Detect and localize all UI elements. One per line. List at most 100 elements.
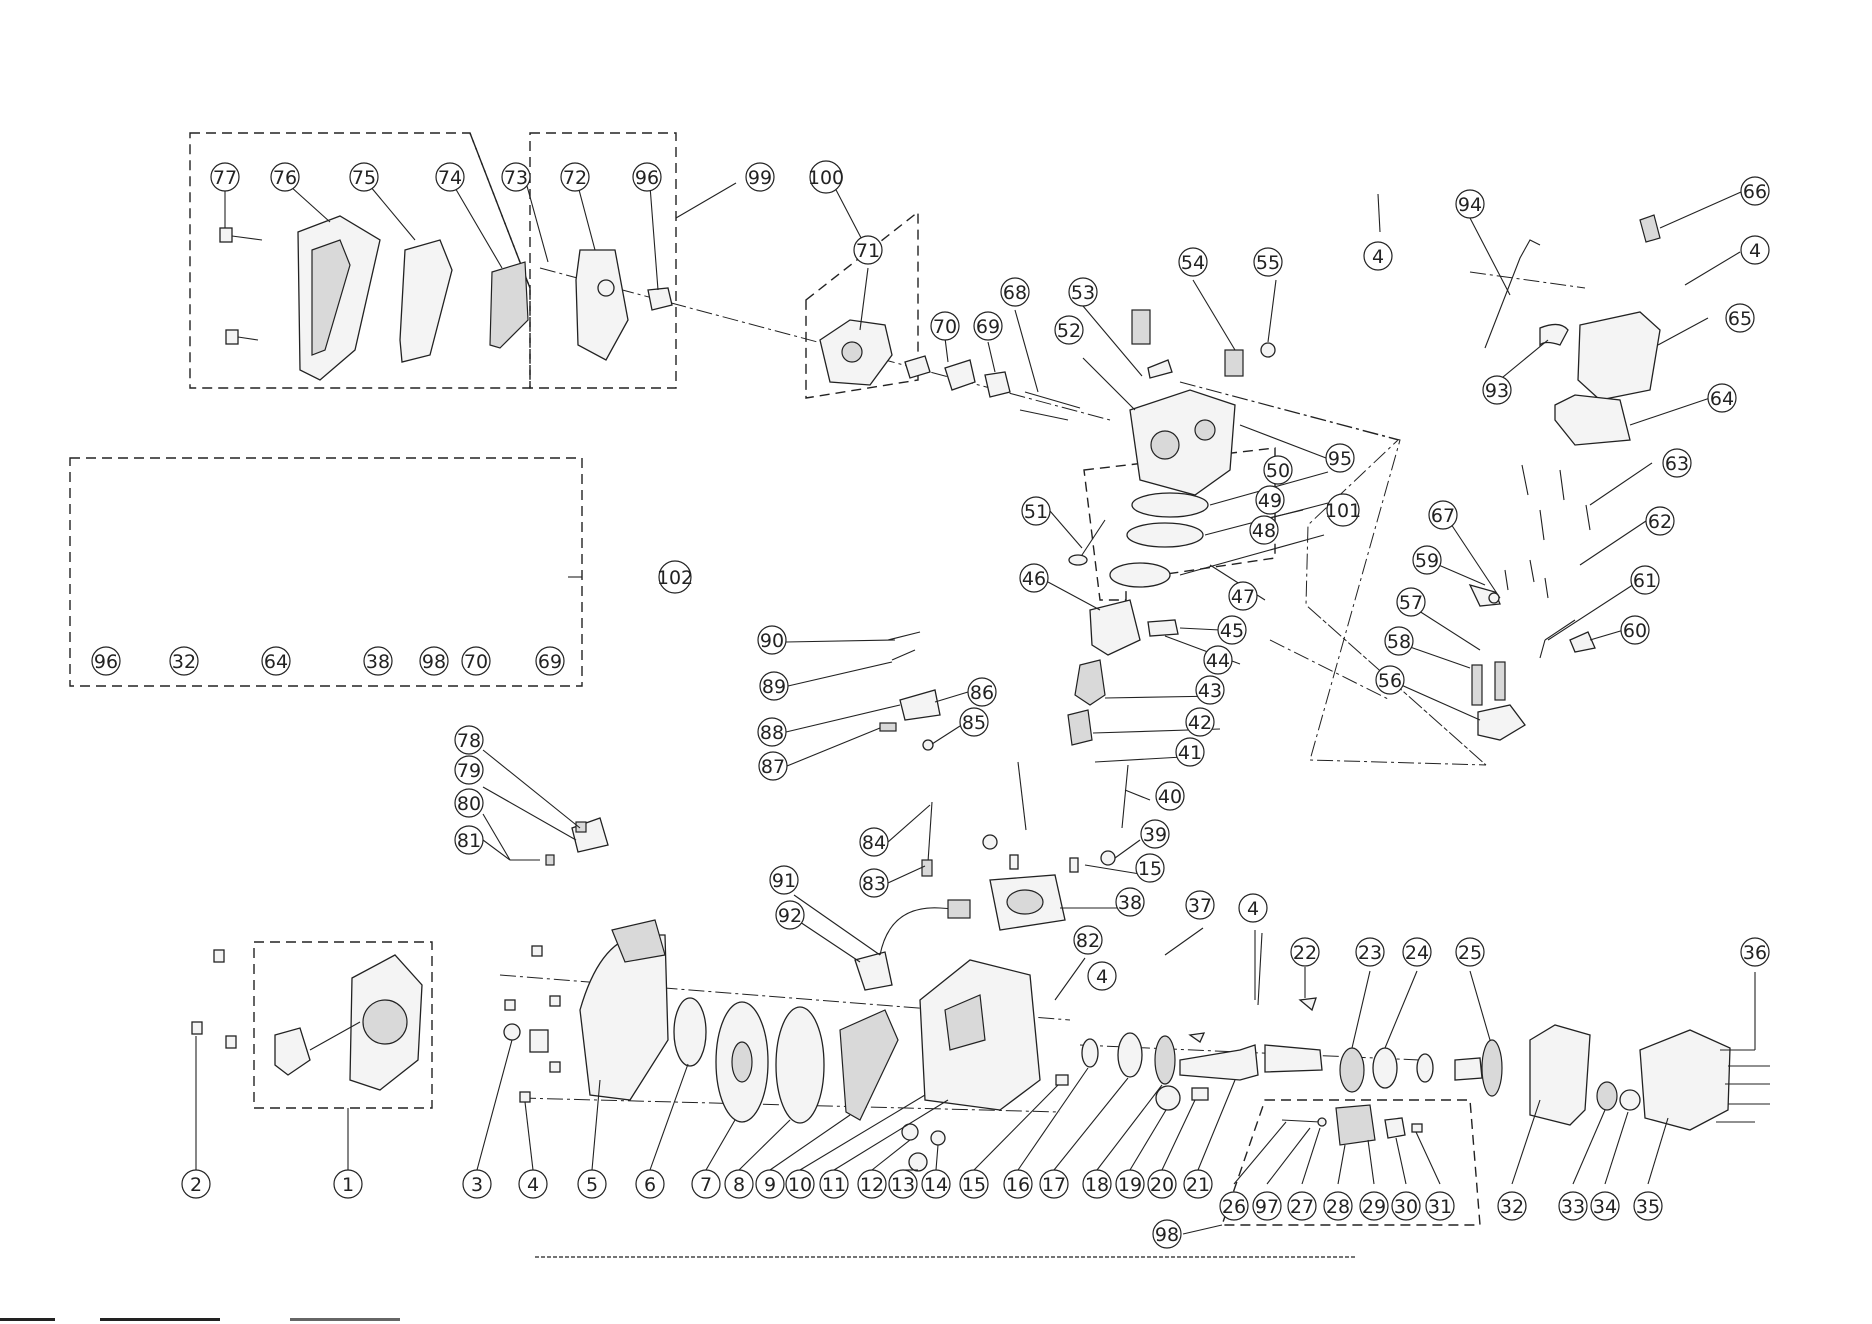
svg-text:88: 88 — [760, 722, 784, 744]
rocker-support-56 — [1471, 661, 1526, 741]
bracket-94 — [1484, 239, 1541, 349]
svg-text:20: 20 — [1150, 1174, 1174, 1196]
svg-text:46: 46 — [1022, 568, 1046, 590]
svg-text:66: 66 — [1743, 181, 1767, 203]
callout-4-c: 4 — [1087, 961, 1117, 991]
valve-cover-gasket-64 — [1554, 394, 1631, 446]
svg-text:75: 75 — [352, 167, 376, 189]
callout-9: 9 — [755, 1169, 785, 1199]
callout-2: 2 — [181, 1169, 211, 1199]
carburetor — [819, 319, 893, 386]
callout-17: 17 — [1039, 1169, 1069, 1199]
callout-71: 71 — [853, 235, 883, 265]
callout-27: 27 — [1287, 1191, 1317, 1221]
svg-text:3: 3 — [471, 1174, 483, 1196]
group-box-cylinder-head — [1179, 381, 1487, 766]
callout-81: 81 — [454, 825, 484, 855]
svg-text:8: 8 — [733, 1174, 745, 1196]
callout-34: 34 — [1590, 1191, 1620, 1221]
svg-text:55: 55 — [1256, 252, 1280, 274]
callout-91: 91 — [769, 865, 799, 895]
svg-text:4: 4 — [527, 1174, 539, 1196]
callout-90: 90 — [757, 625, 787, 655]
svg-text:32: 32 — [1500, 1196, 1524, 1218]
callout-13: 13 — [888, 1169, 918, 1199]
svg-text:78: 78 — [457, 730, 481, 752]
svg-text:87: 87 — [761, 756, 785, 778]
governor-19-20 — [1155, 1085, 1209, 1111]
svg-text:24: 24 — [1405, 942, 1429, 964]
svg-text:65: 65 — [1728, 308, 1752, 330]
callout-83: 83 — [859, 868, 889, 898]
callout-49: 49 — [1255, 485, 1285, 515]
connecting-rod — [1067, 659, 1106, 746]
callout-76: 76 — [270, 162, 300, 192]
svg-text:64: 64 — [1710, 388, 1734, 410]
callout-96-a: 96 — [632, 162, 662, 192]
svg-text:77: 77 — [213, 167, 237, 189]
svg-text:21: 21 — [1186, 1174, 1210, 1196]
valve-springs-53-54-55 — [1131, 309, 1276, 379]
group-box-oil-pump — [1221, 1099, 1481, 1226]
callout-63: 63 — [1662, 448, 1692, 478]
valve-cover-65 — [1577, 311, 1661, 401]
callout-14: 14 — [921, 1169, 951, 1199]
callout-64-b: 64 — [1707, 383, 1737, 413]
callout-24: 24 — [1402, 937, 1432, 967]
callout-46: 46 — [1019, 563, 1049, 593]
svg-text:36: 36 — [1743, 942, 1767, 964]
callout-84: 84 — [859, 827, 889, 857]
callout-29: 29 — [1359, 1191, 1389, 1221]
breather-tube-93 — [1539, 323, 1569, 347]
callout-65: 65 — [1725, 303, 1755, 333]
svg-text:2: 2 — [190, 1174, 202, 1196]
callout-30: 30 — [1391, 1191, 1421, 1221]
callout-98: 98 — [1152, 1219, 1182, 1249]
svg-text:34: 34 — [1593, 1196, 1617, 1218]
callout-64-a: 64 — [261, 646, 291, 676]
bearing-24 — [1372, 1047, 1398, 1089]
svg-text:32: 32 — [172, 651, 196, 673]
svg-text:19: 19 — [1118, 1174, 1142, 1196]
svg-text:57: 57 — [1399, 592, 1423, 614]
spark-plug-cap-91 — [879, 899, 971, 956]
svg-text:69: 69 — [538, 651, 562, 673]
air-filter-cover — [297, 215, 381, 381]
callout-94: 94 — [1455, 189, 1485, 219]
crank-gear-18 — [1154, 1035, 1176, 1085]
callout-4-e: 4 — [1740, 235, 1770, 265]
group-box-gasket-kit — [69, 457, 583, 687]
callout-100: 100 — [808, 160, 844, 194]
svg-text:84: 84 — [862, 832, 886, 854]
callout-37: 37 — [1185, 890, 1215, 920]
svg-text:22: 22 — [1293, 942, 1317, 964]
svg-text:31: 31 — [1428, 1196, 1452, 1218]
gear-23 — [1339, 1047, 1365, 1093]
svg-text:96: 96 — [635, 167, 659, 189]
svg-text:96: 96 — [94, 651, 118, 673]
svg-text:42: 42 — [1188, 712, 1212, 734]
callout-15-b: 15 — [1135, 853, 1165, 883]
svg-text:72: 72 — [563, 167, 587, 189]
callout-32-a: 32 — [1497, 1191, 1527, 1221]
svg-text:9: 9 — [764, 1174, 776, 1196]
callout-1: 1 — [333, 1169, 363, 1199]
callout-15-a: 15 — [959, 1169, 989, 1199]
callout-39: 39 — [1140, 819, 1170, 849]
callout-61: 61 — [1630, 565, 1660, 595]
svg-text:89: 89 — [762, 676, 786, 698]
svg-text:64: 64 — [264, 651, 288, 673]
callout-55: 55 — [1253, 247, 1283, 277]
callout-62: 62 — [1645, 506, 1675, 536]
callout-68: 68 — [1000, 277, 1030, 307]
svg-text:101: 101 — [1325, 500, 1361, 522]
callout-95: 95 — [1325, 443, 1355, 473]
callout-19: 19 — [1115, 1169, 1145, 1199]
callout-96-b: 96 — [91, 646, 121, 676]
flywheel-7 — [715, 1001, 769, 1123]
callout-74: 74 — [435, 162, 465, 192]
valve-51 — [1068, 519, 1106, 566]
svg-text:99: 99 — [748, 167, 772, 189]
svg-text:18: 18 — [1085, 1174, 1109, 1196]
air-filter-base — [575, 249, 629, 361]
